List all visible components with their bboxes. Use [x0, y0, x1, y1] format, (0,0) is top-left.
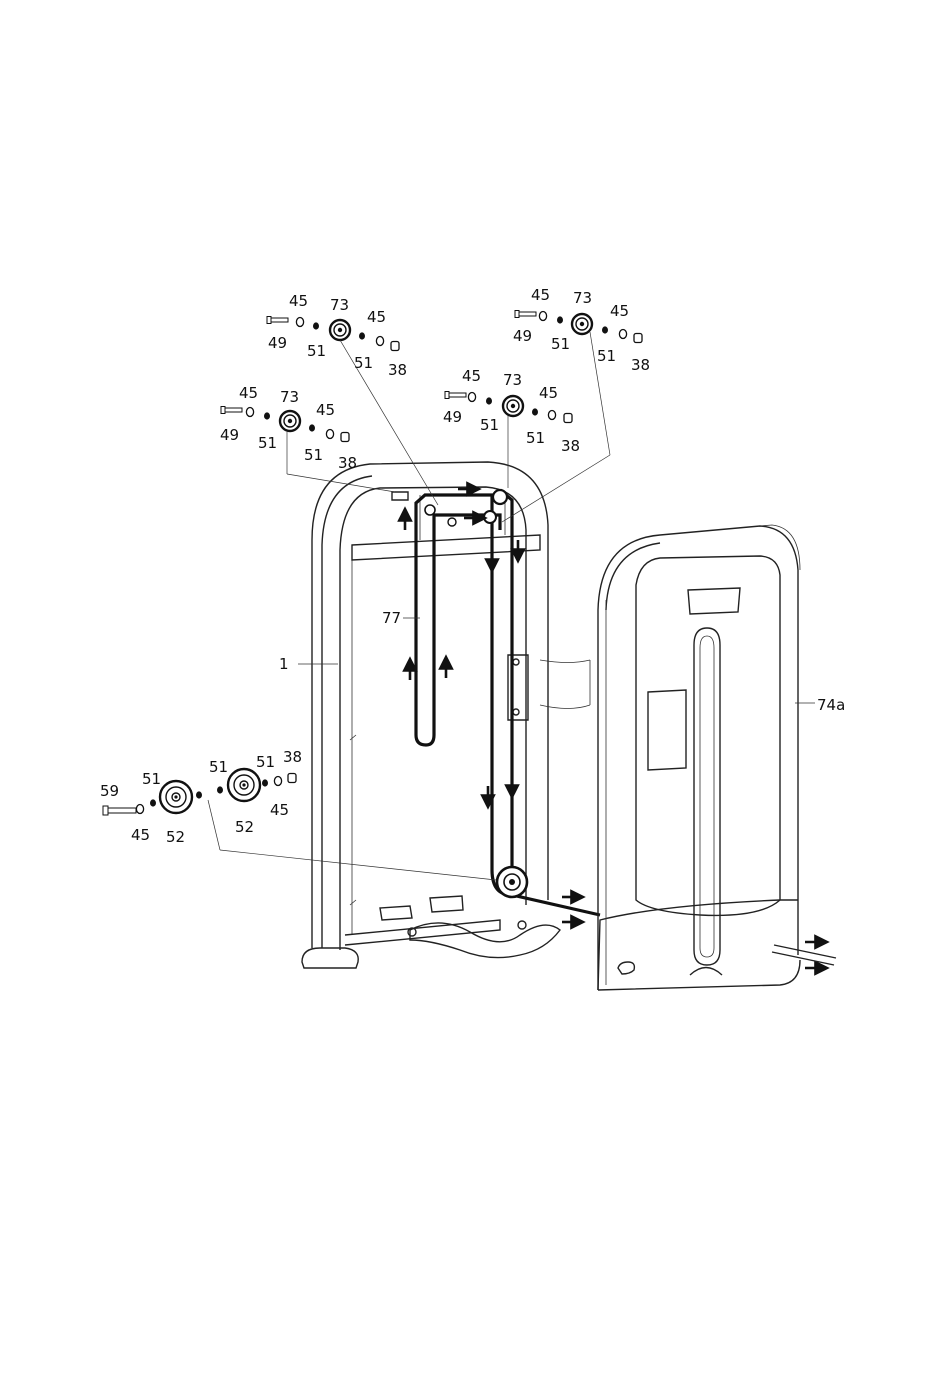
- label-washer: 45: [367, 308, 386, 326]
- direction-arrows: [405, 489, 822, 968]
- label-bushing: 51: [551, 335, 570, 353]
- label-pulley-large: 52: [235, 818, 254, 836]
- label-bolt: 49: [220, 426, 239, 444]
- label-pulley-large: 52: [166, 828, 185, 846]
- label-bushing: 51: [304, 446, 323, 464]
- label-bolt: 49: [443, 408, 462, 426]
- label-bolt-long: 59: [100, 782, 119, 800]
- pulley-group-mid-right: [445, 392, 572, 489]
- label-bushing: 51: [142, 770, 161, 788]
- label-washer: 45: [531, 286, 550, 304]
- label-bushing: 51: [354, 354, 373, 372]
- label-bushing: 51: [307, 342, 326, 360]
- label-washer: 45: [289, 292, 308, 310]
- part-labels: 45 73 45 49 51 51 38 45 73 45 49 51 51 3…: [100, 286, 845, 846]
- label-bushing: 51: [526, 429, 545, 447]
- label-bushing: 51: [597, 347, 616, 365]
- main-frame: [302, 462, 590, 968]
- label-frame: 1: [279, 655, 289, 673]
- label-pulley: 73: [503, 371, 522, 389]
- label-nut: 38: [631, 356, 650, 374]
- label-bushing: 51: [258, 434, 277, 452]
- label-bushing: 51: [256, 753, 275, 771]
- label-leaders: [298, 618, 815, 703]
- label-pulley: 73: [330, 296, 349, 314]
- label-washer: 45: [239, 384, 258, 402]
- pulley-group-lower: [103, 769, 496, 880]
- label-nut: 38: [388, 361, 407, 379]
- label-shroud: 74a: [817, 696, 845, 714]
- label-nut: 38: [283, 748, 302, 766]
- label-pulley: 73: [573, 289, 592, 307]
- label-bushing: 51: [209, 758, 228, 776]
- label-washer: 45: [131, 826, 150, 844]
- label-nut: 38: [561, 437, 580, 455]
- label-washer: 45: [270, 801, 289, 819]
- label-bushing: 51: [480, 416, 499, 434]
- label-washer: 45: [539, 384, 558, 402]
- label-washer: 45: [610, 302, 629, 320]
- label-washer: 45: [462, 367, 481, 385]
- label-cable: 77: [382, 609, 401, 627]
- label-washer: 45: [316, 401, 335, 419]
- label-bolt: 49: [513, 327, 532, 345]
- label-pulley: 73: [280, 388, 299, 406]
- label-bolt: 49: [268, 334, 287, 352]
- side-shroud: [598, 525, 836, 990]
- label-nut: 38: [338, 454, 357, 472]
